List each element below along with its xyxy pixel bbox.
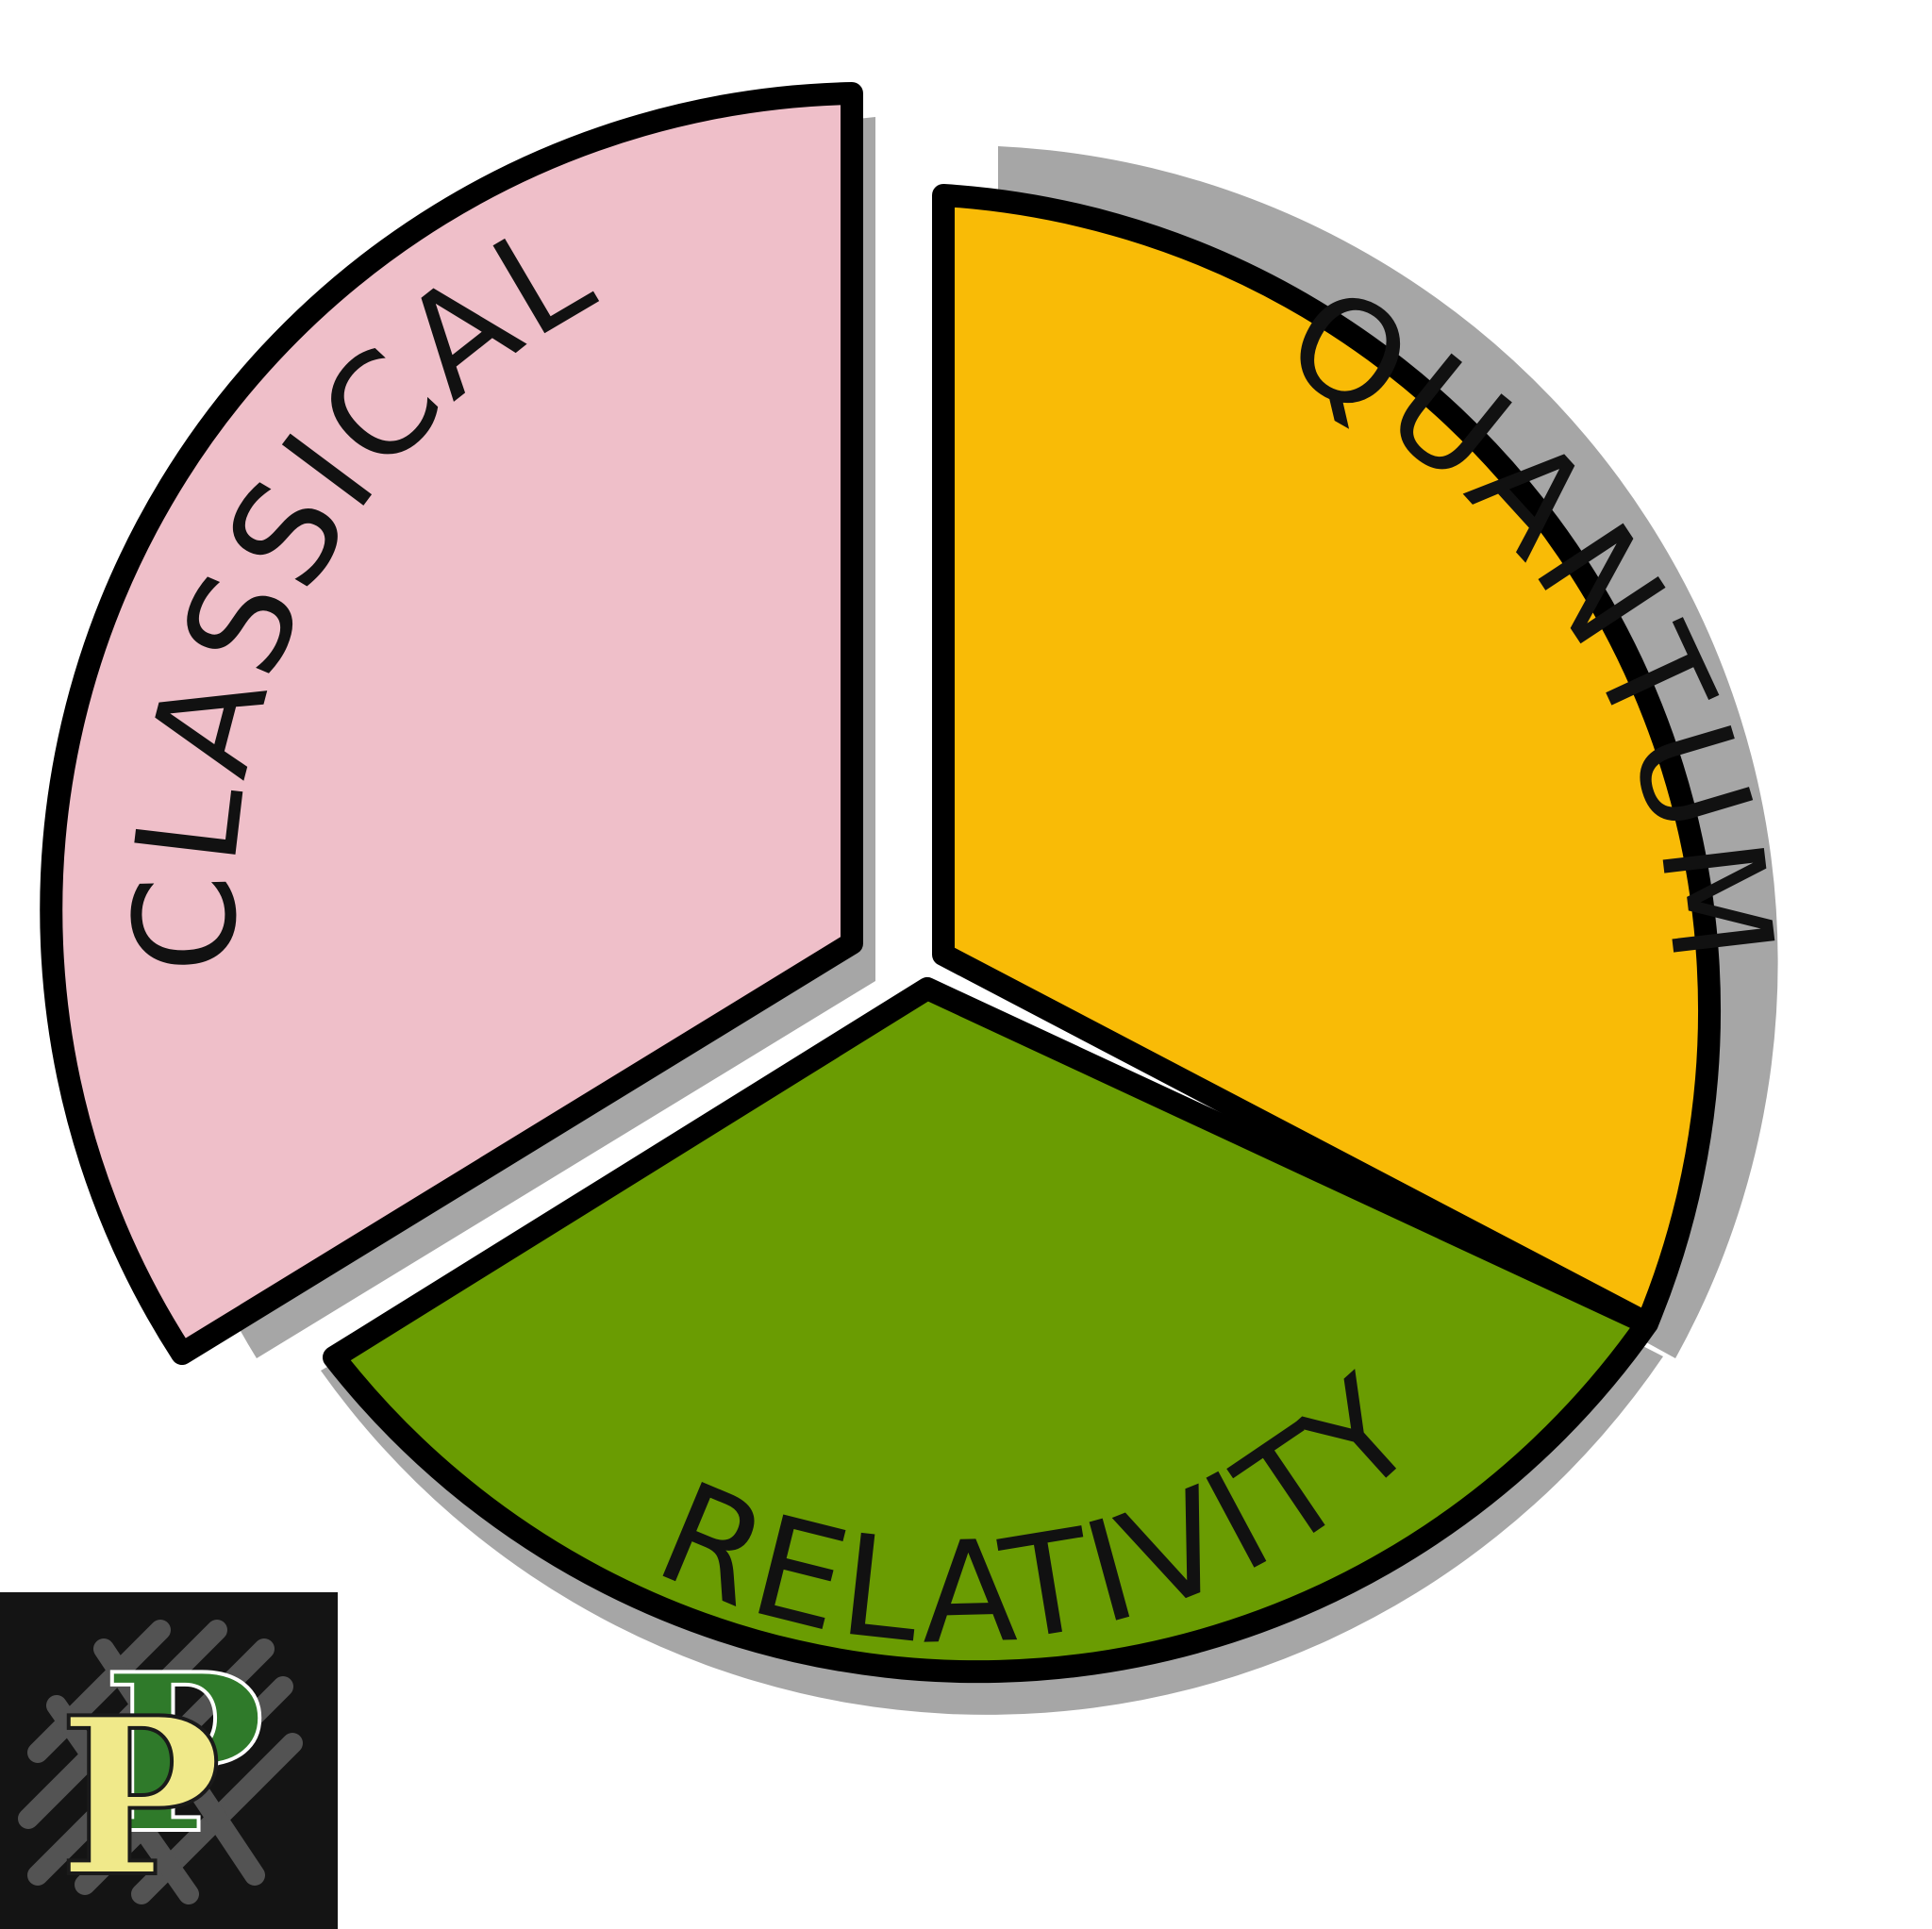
logo-letter-front: P [58, 1671, 222, 1925]
logo-letter-back: P [102, 1627, 265, 1882]
segment-classical [40, 82, 863, 1365]
pp-logo: P P [0, 1592, 338, 1929]
segment-relativity [323, 977, 1658, 1684]
logo-scribble-background [18, 1620, 303, 1904]
segment-quantum [932, 184, 1722, 1335]
